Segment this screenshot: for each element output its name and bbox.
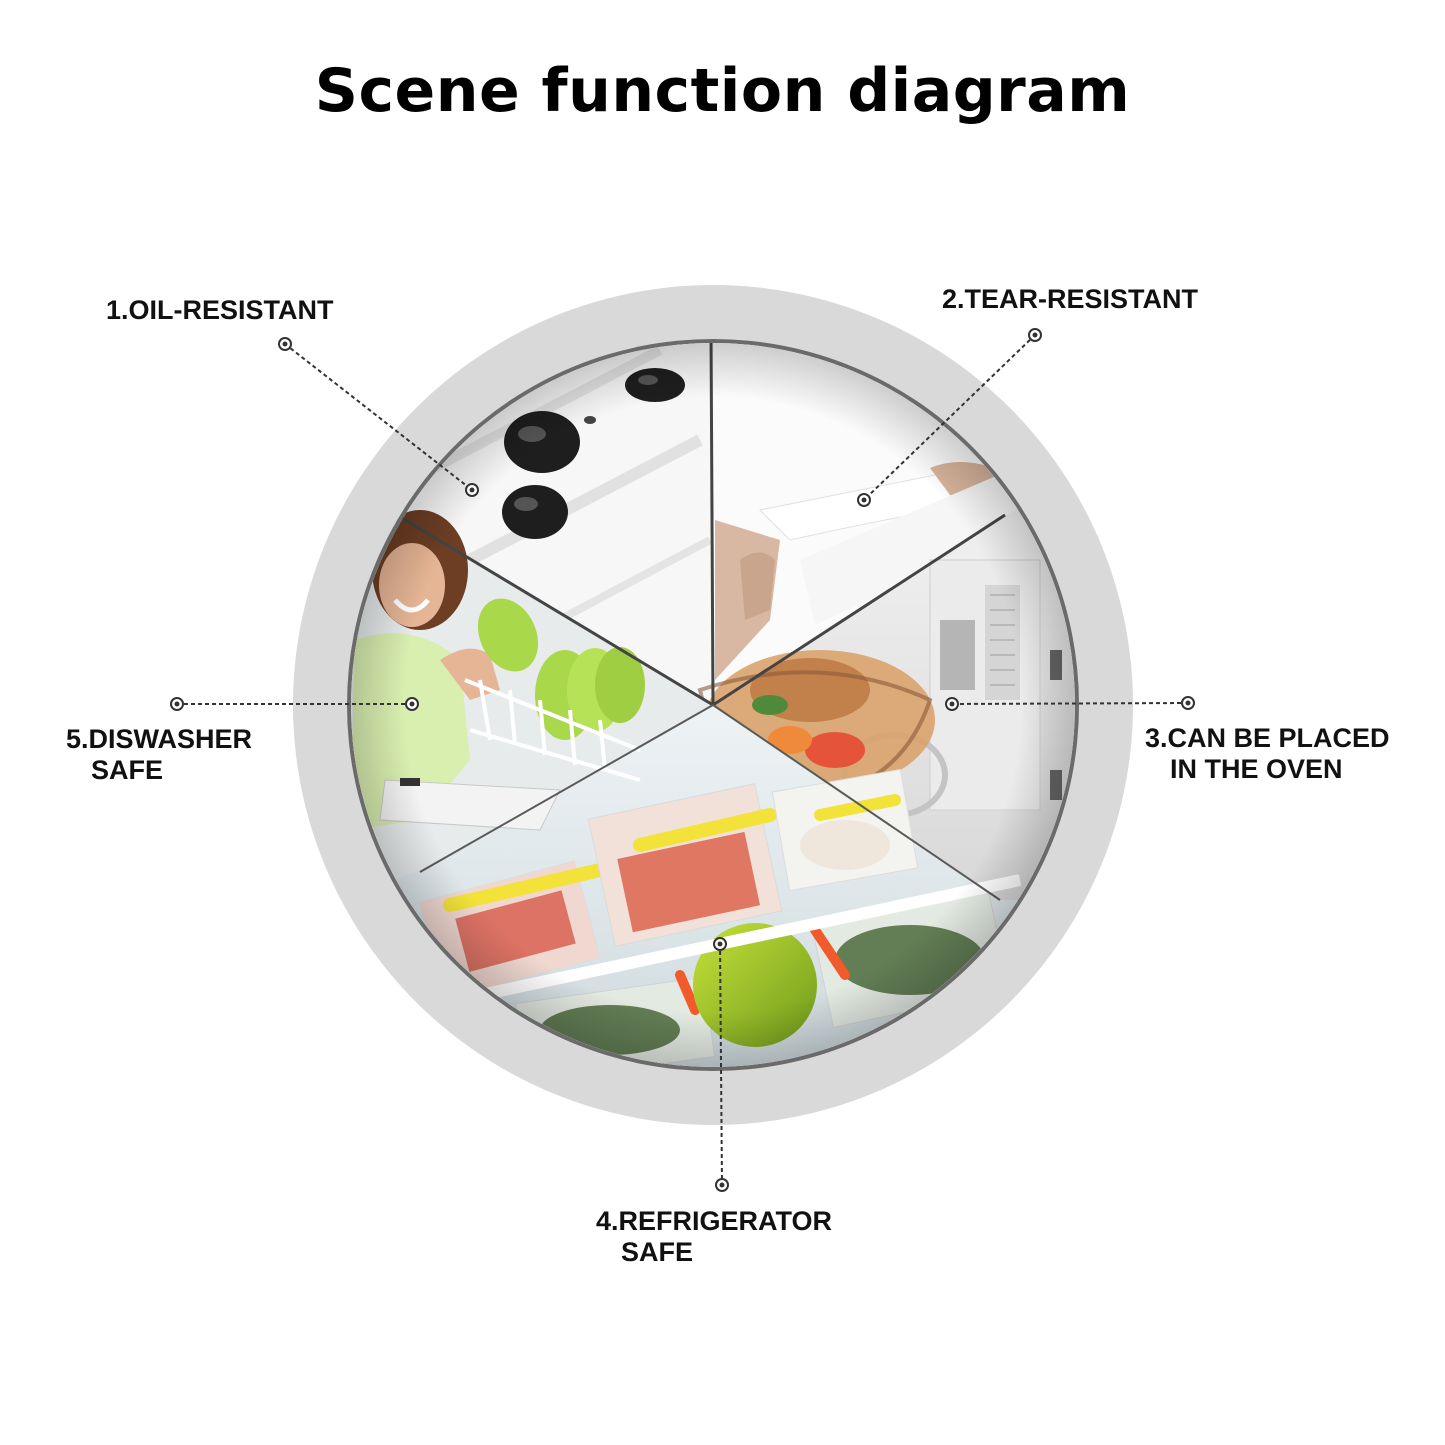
label-tear-resistant: 2.TEAR-RESISTANT [942,284,1198,315]
label-refrigerator: 4.REFRIGERATOR SAFE [596,1206,832,1268]
label-dishwasher-line1: 5.DISWASHER [66,724,253,754]
dot-fridge-end [715,1178,729,1192]
label-refrigerator-line2: SAFE [621,1237,694,1267]
page-title: Scene function diagram [314,56,1131,126]
dot-oven-start [1181,696,1195,710]
connector-dots [170,328,1195,1192]
dot-oil-resistant-start [278,337,292,351]
dot-oil-resistant-end [465,483,479,497]
dot-fridge-start [713,937,727,951]
label-tear-resistant-line1: 2.TEAR-RESISTANT [942,284,1199,314]
label-oil-resistant: 1.OIL-RESISTANT [106,295,334,326]
dot-dishwasher-start [170,697,184,711]
label-oven: 3.CAN BE PLACED IN THE OVEN [1145,723,1390,785]
label-dishwasher-line2: SAFE [91,755,164,785]
dot-tear-resistant-start [1028,328,1042,342]
label-dishwasher: 5.DISWASHER SAFE [66,724,252,786]
label-oil-resistant-line1: 1.OIL-RESISTANT [106,295,334,325]
leader-lines [177,334,1189,1186]
label-refrigerator-line1: 4.REFRIGERATOR [596,1206,833,1236]
label-oven-line1: 3.CAN BE PLACED [1145,723,1390,753]
dot-oven-end [945,697,959,711]
label-oven-line2: IN THE OVEN [1170,754,1343,784]
dot-tear-resistant-end [857,493,871,507]
dot-dishwasher-end [405,697,419,711]
